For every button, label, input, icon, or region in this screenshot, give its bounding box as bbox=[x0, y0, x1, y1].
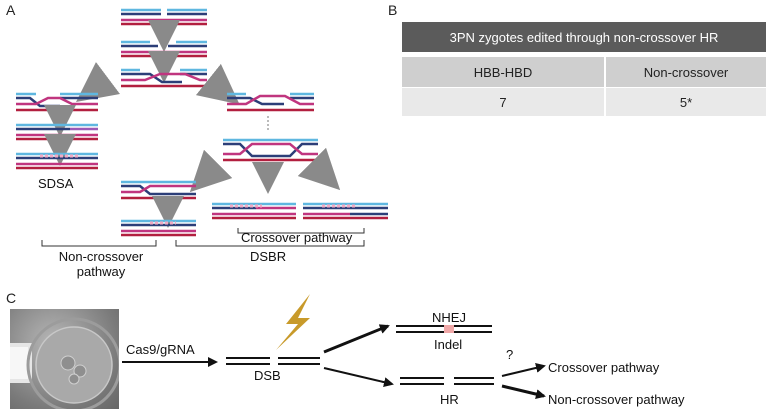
dna-repair-diagram bbox=[16, 8, 388, 247]
strand-pair-invasion bbox=[121, 68, 207, 88]
hr-arrow bbox=[323, 367, 394, 388]
dsbr-crossover-product-right bbox=[303, 202, 388, 220]
dsbr-step-1 bbox=[227, 92, 314, 112]
non-crossover-line-2: pathway bbox=[76, 264, 126, 279]
dsbr-noncrossover-step-2 bbox=[121, 219, 196, 237]
strand-pair-resected bbox=[121, 40, 207, 58]
non-crossover-bracket bbox=[41, 240, 157, 247]
table-header-row: HBB-HBD Non-crossover bbox=[402, 57, 766, 87]
table-title: 3PN zygotes edited through non-crossover… bbox=[402, 22, 766, 52]
sdsa-step-2 bbox=[16, 123, 98, 141]
dsbr-double-holliday bbox=[223, 138, 318, 162]
non-crossover-pathway-label: Non-crossover pathway bbox=[46, 249, 156, 279]
crossover-pathway-outcome: Crossover pathway bbox=[548, 360, 660, 375]
non-crossover-pathway-outcome: Non-crossover pathway bbox=[548, 392, 685, 407]
zygote-illustration bbox=[10, 317, 119, 409]
question-mark: ? bbox=[506, 347, 514, 362]
sdsa-step-1 bbox=[16, 92, 98, 112]
indel-mark bbox=[444, 325, 454, 333]
sdsa-step-3 bbox=[16, 152, 98, 170]
dsbr-crossover-product-left bbox=[212, 202, 296, 220]
header-non-crossover: Non-crossover bbox=[606, 57, 766, 87]
dsb-broken-dna bbox=[226, 357, 320, 365]
panel-b-letter: B bbox=[388, 2, 398, 18]
zygote-micrograph bbox=[10, 309, 119, 409]
dsb-label: DSB bbox=[254, 368, 281, 383]
cas9-grna-label: Cas9/gRNA bbox=[126, 342, 195, 357]
sdsa-label: SDSA bbox=[38, 176, 74, 191]
zygote-results-table: 3PN zygotes edited through non-crossover… bbox=[402, 22, 766, 116]
dsbr-label: DSBR bbox=[250, 249, 287, 264]
dsbr-bracket bbox=[175, 240, 365, 247]
panel-a-letter: A bbox=[6, 2, 16, 18]
crossover-pathway-label: Crossover pathway bbox=[241, 230, 353, 245]
non-crossover-arrow bbox=[501, 384, 546, 400]
table-row: 7 5* bbox=[402, 87, 766, 116]
hr-label: HR bbox=[440, 392, 459, 407]
hr-dna bbox=[400, 377, 494, 385]
panel-c-letter: C bbox=[6, 290, 17, 306]
nhej-arrow bbox=[323, 324, 390, 354]
crossover-bracket bbox=[237, 228, 365, 234]
editing-outcome-diagram bbox=[122, 294, 546, 400]
non-crossover-line-1: Non-crossover bbox=[58, 249, 144, 264]
strand-pair-intact-top bbox=[121, 8, 207, 26]
cell-hbb-hbd-value: 7 bbox=[402, 88, 606, 116]
dsbr-noncrossover-step-1 bbox=[121, 180, 196, 200]
lightning-icon bbox=[276, 294, 310, 350]
nhej-repaired-dna bbox=[396, 325, 492, 333]
nhej-label: NHEJ bbox=[432, 310, 466, 325]
indel-label: Indel bbox=[434, 337, 463, 352]
header-hbb-hbd: HBB-HBD bbox=[402, 57, 606, 87]
cell-non-crossover-value: 5* bbox=[606, 88, 766, 116]
crossover-arrow bbox=[501, 362, 546, 377]
